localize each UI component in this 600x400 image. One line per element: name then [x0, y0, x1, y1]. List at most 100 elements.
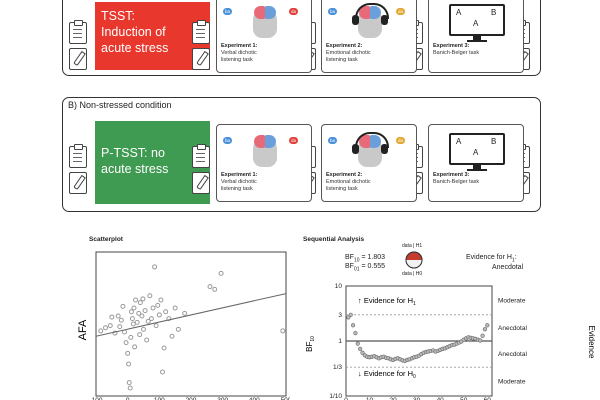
experiment-desc-line1: Emotional dichotic [326, 179, 371, 185]
clipboard-icon [69, 20, 87, 44]
monitor-stand [473, 165, 481, 169]
scatter-point [120, 303, 126, 309]
scatter-point [109, 314, 115, 320]
scatter-point [126, 380, 132, 386]
tsst-box: TSST: Induction of acute stress [95, 2, 210, 70]
seq-x-tick: 50 [460, 397, 468, 400]
scatter-x-tick: 100 [154, 397, 165, 400]
scatter-point [125, 350, 131, 356]
evidence-sub: 1 [511, 257, 515, 264]
scatter-frame [95, 251, 287, 397]
scatter-fit-line [95, 293, 287, 337]
experiment-title: Experiment 1: [221, 172, 258, 178]
saliva-tube-icon [69, 172, 87, 194]
scatter-point [175, 326, 181, 332]
scatter-x-tick: 0 [126, 397, 130, 400]
clipboard-icon [69, 144, 87, 168]
brain-right-icon [265, 6, 276, 19]
scatter-point [182, 310, 188, 316]
seq-y-tick: 1/10 [329, 393, 342, 400]
ptsst-line2: acute stress [101, 162, 169, 176]
seq-right-axis-label: Evidence [587, 326, 596, 359]
tsst-line3: acute stress [101, 41, 169, 55]
speech-bubble-left-icon: ba [223, 8, 233, 15]
scatter-point [98, 328, 104, 334]
experiment-desc-line1: Banich-Belger task [433, 179, 480, 185]
scatter-point [166, 316, 172, 322]
scatter-point [137, 332, 143, 338]
seq-y-tick: 1/3 [333, 364, 342, 371]
tsst-line1: TSST: [101, 9, 136, 23]
bf01-text: BF01 = 0.555 [345, 263, 385, 272]
experiment-desc-line1: Emotional dichotic [326, 50, 371, 56]
seq-point [346, 315, 351, 320]
monitor-base [467, 169, 487, 171]
seq-title: Sequential Analysis [303, 236, 365, 243]
scatter-point [137, 300, 143, 306]
seq-y-tick: 1 [338, 338, 342, 345]
scatter-point [141, 326, 146, 332]
seq-x-tick: 30 [413, 397, 421, 400]
headphone-right-icon [381, 144, 388, 154]
headphone-right-icon [381, 15, 388, 25]
scatter-point [212, 286, 218, 292]
scatter-x-tick: 200 [186, 397, 197, 400]
scatter-point [160, 369, 165, 375]
scatter-point [156, 312, 162, 318]
bf10-text: BF10 = 1.803 [345, 254, 385, 263]
seq-x-tick: 40 [437, 397, 445, 400]
scatter-point [172, 305, 178, 311]
speech-bubble-right-icon: da [289, 8, 299, 15]
scatter-point [169, 333, 175, 339]
scatter-point [147, 293, 153, 299]
pie-top-label: data | H1 [402, 243, 423, 249]
letter-a-top: A [456, 8, 462, 17]
bf01-value: = 0.555 [361, 263, 386, 270]
scatter-point [145, 318, 151, 324]
ptsst-box: P-TSST: no acute stress [95, 121, 210, 204]
scatter-x-tick: 400 [249, 397, 260, 400]
evidence-category-label: Moderate [498, 379, 526, 386]
letter-b: B [491, 8, 497, 17]
scatter-point [158, 297, 164, 303]
brain-left-icon [254, 6, 265, 19]
experiment-desc-line1: Verbal dichotic [221, 50, 257, 56]
bf10-label: BF [345, 254, 354, 261]
bf10-value: = 1.803 [361, 254, 386, 261]
seq-y-label: BF10 [305, 336, 316, 352]
clipboard-icon [192, 144, 210, 168]
experiment-title: Experiment 2: [326, 172, 363, 178]
seq-point [485, 323, 490, 328]
scatterplot-chart: AFA -1000100200300400500 [77, 251, 290, 400]
scatter-title: Scatterplot [89, 236, 123, 243]
scatter-point [132, 344, 138, 350]
evidence-category-label: Anecdotal [498, 351, 527, 358]
scatter-point [123, 340, 129, 346]
scatter-point [126, 361, 132, 367]
speech-bubble-right-icon: da [396, 137, 406, 144]
scatter-point [280, 328, 286, 334]
brain-right-icon [265, 135, 276, 148]
seq-x-tick: 10 [366, 397, 374, 400]
clipboard-icon [192, 20, 210, 44]
experiment-desc-line2: listening task [221, 186, 253, 192]
tsst-line2: Induction of [101, 25, 166, 39]
experiment-desc-line1: Banich-Belger task [433, 50, 480, 56]
scatter-point [207, 284, 213, 290]
scatter-x-tick: 300 [217, 397, 228, 400]
evidence-label: Evidence for H [466, 254, 512, 261]
bf01-label: BF [345, 263, 354, 270]
experiment-desc-line2: listening task [221, 57, 253, 63]
seq-y-tick: 3 [338, 312, 342, 319]
experiment-desc-line1: Verbal dichotic [221, 179, 257, 185]
scatter-point [155, 302, 161, 308]
headphone-left-icon [352, 144, 359, 154]
scatter-y-label: AFA [77, 319, 89, 340]
